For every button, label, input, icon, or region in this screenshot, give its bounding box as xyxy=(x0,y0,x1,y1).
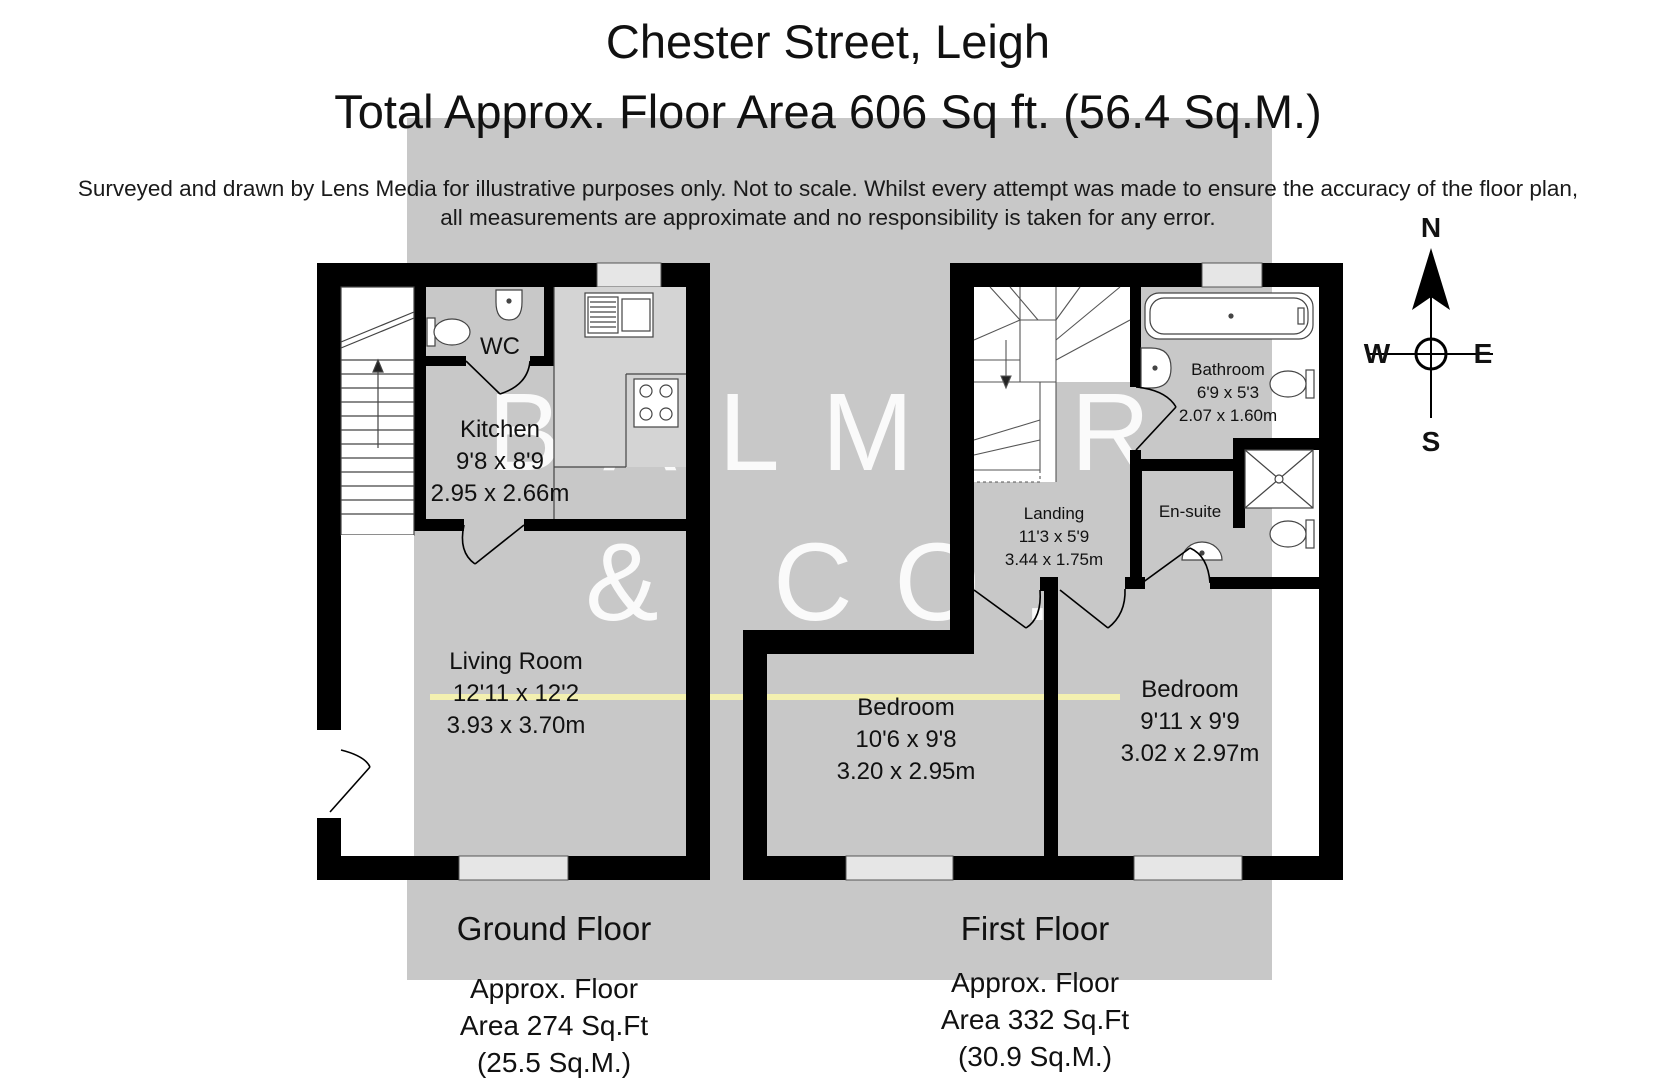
landing-metric: 3.44 x 1.75m xyxy=(1004,550,1104,569)
gf-window-top xyxy=(596,262,662,288)
ground-floor-area-line2: Area 274 Sq.Ft xyxy=(459,1010,649,1041)
bedroom2-name: Bedroom xyxy=(1141,676,1239,703)
disclaimer-line-2: all measurements are approximate and no … xyxy=(440,205,1216,230)
living-room-imperial: 12'11 x 12'2 xyxy=(452,680,580,707)
bathroom-metric: 2.07 x 1.60m xyxy=(1178,406,1278,425)
bedroom1-label: Bedroom 10'6 x 9'8 3.20 x 2.95m xyxy=(816,692,996,788)
living-room-metric: 3.93 x 3.70m xyxy=(446,712,586,739)
total-area: Total Approx. Floor Area 606 Sq ft. (56.… xyxy=(334,85,1322,138)
ff-window-bedroom2 xyxy=(1133,855,1243,881)
kitchen-name: Kitchen xyxy=(459,416,541,443)
gf-window-bottom xyxy=(458,855,569,881)
wc-fixtures xyxy=(426,289,523,347)
ff-staircase xyxy=(973,286,1131,483)
first-floor-area-line1: Approx. Floor xyxy=(950,967,1120,998)
ff-window-bathroom xyxy=(1201,262,1263,288)
ground-floor-area-line3: (25.5 Sq.M.) xyxy=(476,1047,632,1078)
kitchen-imperial: 9'8 x 8'9 xyxy=(456,448,544,475)
plan-title: Chester Street, Leigh xyxy=(605,15,1051,68)
compass-north: N xyxy=(1420,212,1442,243)
bathroom-fixtures xyxy=(1140,292,1315,399)
bathroom-imperial: 6'9 x 5'3 xyxy=(1196,383,1260,402)
landing-name: Landing xyxy=(1023,504,1085,523)
ensuite-door xyxy=(1141,547,1211,584)
ground-floor-area: Approx. Floor Area 274 Sq.Ft (25.5 Sq.M.… xyxy=(424,970,684,1081)
kitchen-metric: 2.95 x 2.66m xyxy=(430,480,570,507)
landing-label: Landing 11'3 x 5'9 3.44 x 1.75m xyxy=(995,502,1113,571)
ground-floor-area-line1: Approx. Floor xyxy=(469,973,639,1004)
kitchen-door xyxy=(461,524,525,565)
bedroom1-door xyxy=(973,589,1042,629)
bedroom2-imperial: 9'11 x 9'9 xyxy=(1140,708,1240,735)
landing-imperial: 11'3 x 5'9 xyxy=(1018,527,1090,546)
first-floor-area: Approx. Floor Area 332 Sq.Ft (30.9 Sq.M.… xyxy=(905,964,1165,1075)
compass-east: E xyxy=(1473,338,1493,369)
compass-west: W xyxy=(1363,338,1391,369)
kitchen-label: Kitchen 9'8 x 8'9 2.95 x 2.66m xyxy=(420,414,580,510)
compass-south: S xyxy=(1421,426,1441,457)
bathroom-label: Bathroom 6'9 x 5'3 2.07 x 1.60m xyxy=(1172,358,1284,427)
ff-window-bedroom1 xyxy=(845,855,954,881)
first-floor-area-line3: (30.9 Sq.M.) xyxy=(957,1041,1113,1072)
living-room-label: Living Room 12'11 x 12'2 3.93 x 3.70m xyxy=(416,646,616,742)
bedroom1-name: Bedroom xyxy=(857,694,955,721)
bedroom2-metric: 3.02 x 2.97m xyxy=(1120,740,1260,767)
first-floor-walls xyxy=(743,263,1343,880)
first-floor-label: First Floor xyxy=(960,910,1110,947)
first-floor-area-line2: Area 332 Sq.Ft xyxy=(940,1004,1130,1035)
bedroom2-door xyxy=(1059,588,1126,629)
disclaimer-line-1: Surveyed and drawn by Lens Media for ill… xyxy=(77,176,1579,201)
ff-right-strip xyxy=(1272,589,1319,856)
living-room-name: Living Room xyxy=(449,648,583,675)
gf-staircase xyxy=(340,286,415,536)
watermark-line2: & CO. xyxy=(585,521,1095,644)
bathroom-name: Bathroom xyxy=(1191,360,1265,379)
wc-label: WC xyxy=(480,333,520,360)
ground-floor-label: Ground Floor xyxy=(456,910,652,947)
wc-door xyxy=(465,360,531,395)
ensuite-label: En-suite xyxy=(1158,502,1222,521)
bedroom1-metric: 3.20 x 2.95m xyxy=(836,758,976,785)
kitchen-fixtures xyxy=(553,287,686,519)
bedroom2-label: Bedroom 9'11 x 9'9 3.02 x 2.97m xyxy=(1100,674,1280,770)
gf-hall-strip xyxy=(341,535,414,856)
ensuite-fixtures xyxy=(1181,449,1315,561)
bathroom-door xyxy=(1135,386,1177,451)
compass-icon xyxy=(1370,248,1493,418)
watermark-background xyxy=(407,118,1272,980)
gf-front-door xyxy=(329,749,371,813)
bedroom1-imperial: 10'6 x 9'8 xyxy=(855,726,957,753)
